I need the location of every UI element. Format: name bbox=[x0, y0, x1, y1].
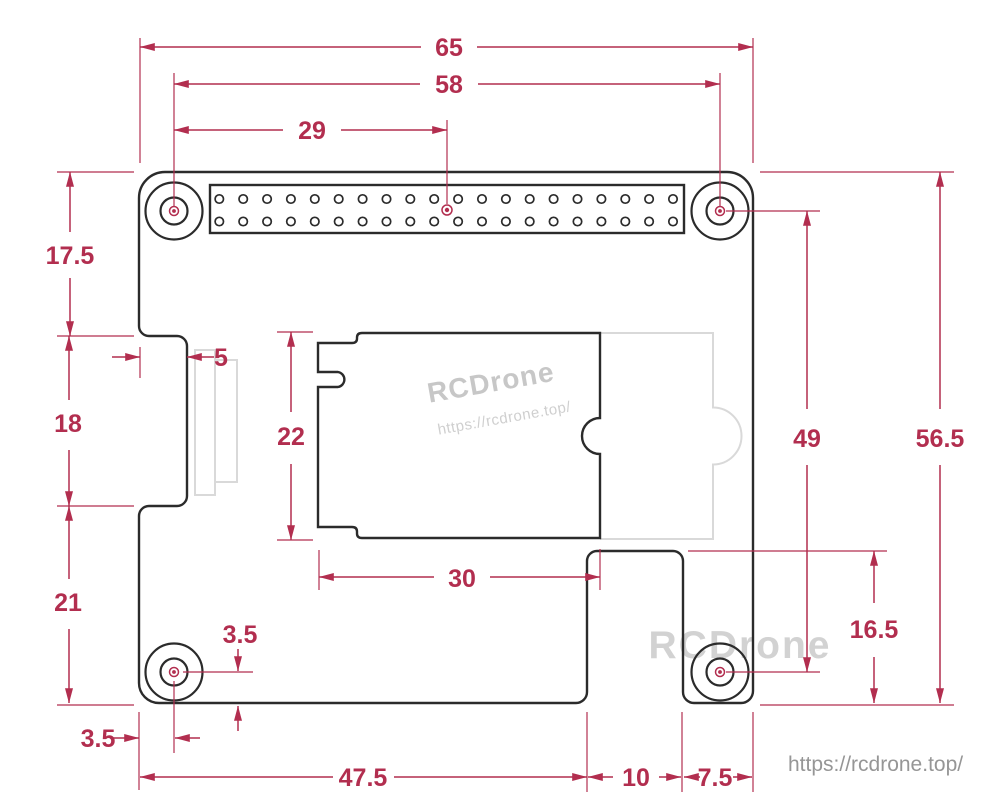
hole-center-mark bbox=[168, 205, 180, 217]
dim-label-hole-pitch-y: 49 bbox=[793, 425, 821, 453]
dim-label-board-height: 56.5 bbox=[916, 425, 965, 453]
dimension-lines bbox=[65, 43, 944, 781]
gpio-pin bbox=[644, 193, 655, 205]
dim-label-hole-to-header-center: 29 bbox=[298, 117, 326, 145]
gpio-pin bbox=[262, 216, 273, 227]
component-fill bbox=[318, 333, 600, 538]
gpio-pin bbox=[333, 193, 344, 205]
dim-label-tab-width: 7.5 bbox=[698, 764, 733, 792]
hole-center-mark bbox=[714, 666, 726, 678]
hole-center-mark bbox=[168, 666, 180, 678]
gpio-pin bbox=[381, 216, 392, 227]
gpio-pin bbox=[405, 193, 416, 205]
gpio-pin bbox=[644, 216, 655, 227]
board-outline bbox=[137, 170, 755, 705]
shape-fills bbox=[139, 172, 753, 703]
gpio-pin bbox=[214, 216, 225, 227]
gpio-pin bbox=[357, 193, 368, 205]
dim-label-component-height: 22 bbox=[277, 423, 305, 451]
hole-center-dots bbox=[172, 207, 722, 674]
dim-label-notch-height: 18 bbox=[54, 410, 82, 438]
gpio-pin bbox=[429, 216, 440, 227]
gpio-pin bbox=[548, 193, 559, 205]
dimension-labels: 65 58 29 17.5 18 21 5 22 30 49 56.5 16.5… bbox=[46, 34, 965, 792]
hole-center-dot bbox=[172, 209, 176, 213]
component-ghost-outline bbox=[600, 332, 743, 540]
hole-center-dot bbox=[718, 670, 722, 674]
dim-label-bottom-section-width: 47.5 bbox=[339, 764, 388, 792]
connector-ghost-fill-2 bbox=[215, 360, 237, 482]
hole-center-marks bbox=[168, 204, 726, 678]
gpio-pin bbox=[572, 193, 583, 205]
gpio-pin bbox=[262, 193, 273, 205]
component-ghost-fill bbox=[600, 333, 742, 539]
gpio-pin bbox=[667, 216, 679, 227]
gpio-pin bbox=[548, 216, 559, 227]
gpio-pin bbox=[500, 193, 511, 205]
dim-label-hole-offset-bottom: 3.5 bbox=[223, 621, 258, 649]
dim-label-hole-offset-left: 3.5 bbox=[81, 725, 116, 753]
gpio-pin bbox=[500, 216, 511, 227]
gpio-pin bbox=[453, 193, 464, 205]
connector-ghost-fill-1 bbox=[195, 350, 215, 495]
gpio-pin bbox=[453, 216, 464, 227]
gpio-pin bbox=[476, 193, 488, 205]
gpio-pin bbox=[524, 216, 535, 227]
gpio-pin bbox=[596, 216, 607, 227]
gpio-pin bbox=[476, 216, 488, 227]
gpio-pin bbox=[429, 193, 440, 205]
watermark-bottom-brand: RCDrone bbox=[648, 624, 831, 667]
gpio-pin bbox=[572, 216, 583, 227]
dim-label-cutout-width: 10 bbox=[622, 764, 650, 792]
gpio-pin bbox=[381, 193, 392, 205]
gpio-pin bbox=[667, 193, 679, 205]
gpio-pin bbox=[238, 193, 249, 205]
gpio-pin bbox=[333, 216, 344, 227]
gpio-pin bbox=[524, 193, 535, 205]
dim-label-top-edge-to-notch: 17.5 bbox=[46, 242, 95, 270]
gpio-pin bbox=[309, 193, 320, 205]
gpio-pin bbox=[620, 216, 631, 227]
gpio-pin bbox=[620, 193, 631, 205]
dim-label-component-width: 30 bbox=[448, 565, 476, 593]
ghost-outlines bbox=[194, 332, 743, 540]
dimension-layer bbox=[57, 38, 954, 792]
gpio-pin bbox=[405, 216, 416, 227]
gpio-pin bbox=[285, 193, 296, 205]
dim-label-tab-height: 16.5 bbox=[850, 616, 899, 644]
hole-center-dot bbox=[718, 209, 722, 213]
header-center-mark bbox=[441, 204, 453, 216]
gpio-pin-grid bbox=[214, 193, 679, 227]
header-center-dot bbox=[444, 207, 450, 213]
dim-label-board-width: 65 bbox=[435, 34, 463, 62]
hole-center-mark bbox=[714, 205, 726, 217]
dim-label-notch-depth: 5 bbox=[214, 344, 228, 372]
gpio-pin bbox=[357, 216, 368, 227]
footer-url: https://rcdrone.top/ bbox=[788, 753, 963, 776]
gpio-pin bbox=[285, 216, 296, 227]
hole-center-dot bbox=[172, 670, 176, 674]
dim-label-notch-to-bottom-edge: 21 bbox=[54, 589, 82, 617]
gpio-pin bbox=[309, 216, 320, 227]
dim-label-hole-pitch-x: 58 bbox=[435, 71, 463, 99]
gpio-pin bbox=[596, 193, 607, 205]
gpio-pin bbox=[238, 216, 249, 227]
gpio-pin bbox=[214, 193, 225, 205]
component-outline bbox=[316, 331, 602, 540]
extension-lines bbox=[57, 38, 954, 792]
camera-connector-ghost-inner bbox=[214, 359, 238, 483]
